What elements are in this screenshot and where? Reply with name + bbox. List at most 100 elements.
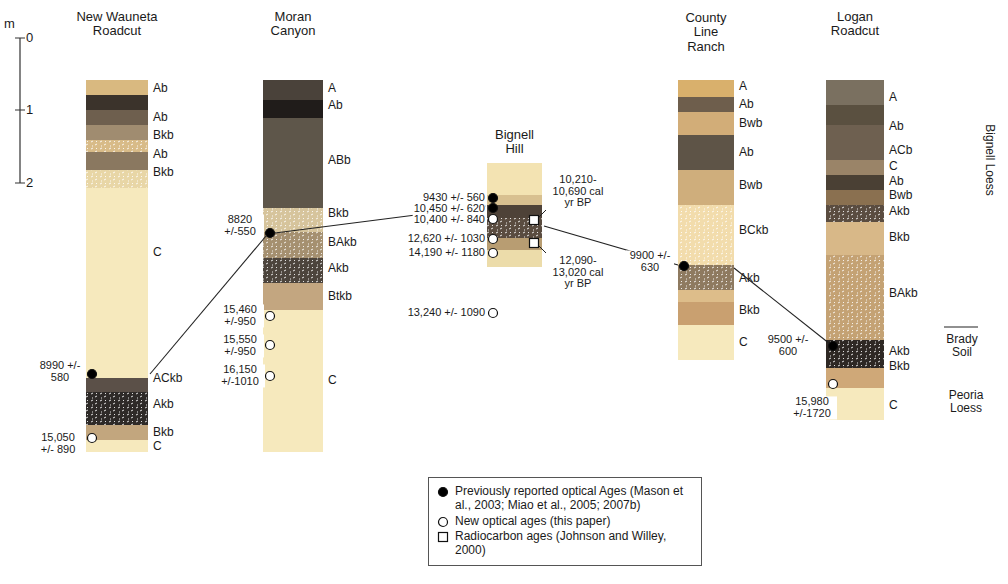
horizon-label: BAkb (889, 287, 918, 300)
soil-horizon-band (826, 80, 884, 105)
section-column: Moran Canyon (263, 80, 323, 452)
age-label: 15,550 +/-950 (216, 334, 264, 357)
age-label: 14,190 +/- 1180 (407, 247, 486, 259)
correlation-lines (150, 206, 830, 374)
previous-age-dot (266, 229, 275, 238)
soil-horizon-band (678, 135, 734, 170)
age-label: 10,400 +/- 840 (413, 214, 486, 226)
horizon-label: Akb (889, 205, 910, 218)
horizon-label: Bwb (739, 117, 762, 130)
age-label: 12,090- 13,020 cal yr BP (549, 255, 607, 290)
soil-horizon-band (826, 190, 884, 205)
horizon-label: BCkb (739, 224, 768, 237)
section-column: County Line Ranch (678, 80, 734, 360)
unit-label: Bignell Loess (984, 124, 997, 195)
horizon-label: ABb (328, 154, 351, 167)
scale-label: m (4, 17, 15, 31)
horizon-label: Ab (889, 120, 904, 133)
soil-horizon-band (86, 152, 148, 170)
new-age-dot (489, 215, 498, 224)
horizon-label: Bkb (153, 166, 174, 179)
soil-horizon-band (678, 97, 734, 112)
soil-horizon-band (826, 205, 884, 222)
section-title: Bignell Hill (487, 128, 543, 157)
soil-horizon-band (826, 368, 884, 388)
soil-horizon-band (487, 163, 542, 195)
soil-horizon-band (678, 290, 734, 302)
soil-horizon-band (86, 170, 148, 188)
carbonate-speckle (263, 258, 323, 283)
scale-bar (15, 38, 25, 183)
legend-text: New optical ages (this paper) (455, 515, 610, 529)
horizon-label: C (739, 336, 748, 349)
horizon-label: C (889, 160, 898, 173)
soil-horizon-band (826, 255, 884, 340)
previous-age-dot (439, 488, 448, 497)
horizon-label: Bkb (889, 360, 910, 373)
horizon-label: Bkb (739, 304, 760, 317)
new-age-dot (489, 235, 498, 244)
carbonate-speckle (678, 205, 734, 265)
section-title: County Line Ranch (680, 11, 732, 54)
soil-horizon-band (86, 95, 148, 110)
legend-row: Radiocarbon ages (Johnson and Willey, 20… (437, 530, 693, 558)
carbonate-speckle (826, 205, 884, 222)
age-label: 9900 +/- 630 (626, 250, 674, 273)
age-label: 12,620 +/- 1030 (407, 233, 486, 245)
horizon-label: Bkb (328, 207, 349, 220)
carbonate-speckle (826, 255, 884, 340)
horizon-label: Bkb (153, 129, 174, 142)
radiocarbon-marker (439, 533, 448, 542)
legend-text: Previously reported optical Ages (Mason … (455, 485, 693, 513)
soil-horizon-band (826, 222, 884, 255)
age-label: 15,460 +/-950 (216, 304, 264, 327)
scale-label: 0 (26, 31, 33, 45)
section-title: Logan Roadcut (823, 10, 887, 39)
horizon-label: Ab (889, 175, 904, 188)
horizon-label: Akb (739, 272, 760, 285)
previous-age-dot (680, 262, 689, 271)
legend-text: Radiocarbon ages (Johnson and Willey, 20… (455, 530, 693, 558)
soil-horizon-band (263, 100, 323, 118)
new-age-dot (266, 341, 275, 350)
horizon-label: A (328, 82, 336, 95)
unit-label: Brady Soil (940, 333, 984, 358)
soil-horizon-band (86, 110, 148, 125)
carbonate-speckle (86, 170, 148, 188)
soil-horizon-band (86, 378, 148, 392)
horizon-label: BAkb (328, 236, 357, 249)
legend-symbol (437, 486, 449, 498)
previous-age-dot (829, 342, 838, 351)
legend-symbol (437, 531, 449, 543)
soil-horizon-band (678, 112, 734, 135)
new-age-dot (266, 312, 275, 321)
scale-label: 2 (26, 176, 33, 190)
horizon-label: Bwb (889, 189, 912, 202)
horizon-label: Akb (328, 262, 349, 275)
carbonate-speckle (86, 140, 148, 152)
soil-horizon-band (86, 80, 148, 95)
soil-horizon-band (263, 283, 323, 310)
section-column: Bignell Hill (487, 163, 542, 267)
soil-horizon-band (826, 105, 884, 125)
age-label: 15,980 +/-1720 (787, 396, 837, 419)
new-age-dot (88, 434, 97, 443)
horizon-label: C (889, 399, 898, 412)
horizon-label: Ab (739, 146, 754, 159)
horizon-label: Ab (153, 82, 168, 95)
horizon-label: Akb (153, 398, 174, 411)
age-label: 10,450 +/- 620 (413, 203, 486, 215)
horizon-label: ACb (889, 144, 912, 157)
new-age-dot (489, 249, 498, 258)
soil-horizon-band (678, 325, 734, 360)
section-column: Logan Roadcut (826, 80, 884, 420)
horizon-label: A (889, 91, 897, 104)
new-age-dot (489, 309, 498, 318)
new-age-dot (439, 517, 448, 526)
section-title: Moran Canyon (263, 10, 323, 39)
soil-horizon-band (263, 80, 323, 100)
legend-symbol (437, 516, 449, 528)
unit-label: Peoria Loess (942, 389, 990, 414)
soil-horizon-band (826, 175, 884, 190)
